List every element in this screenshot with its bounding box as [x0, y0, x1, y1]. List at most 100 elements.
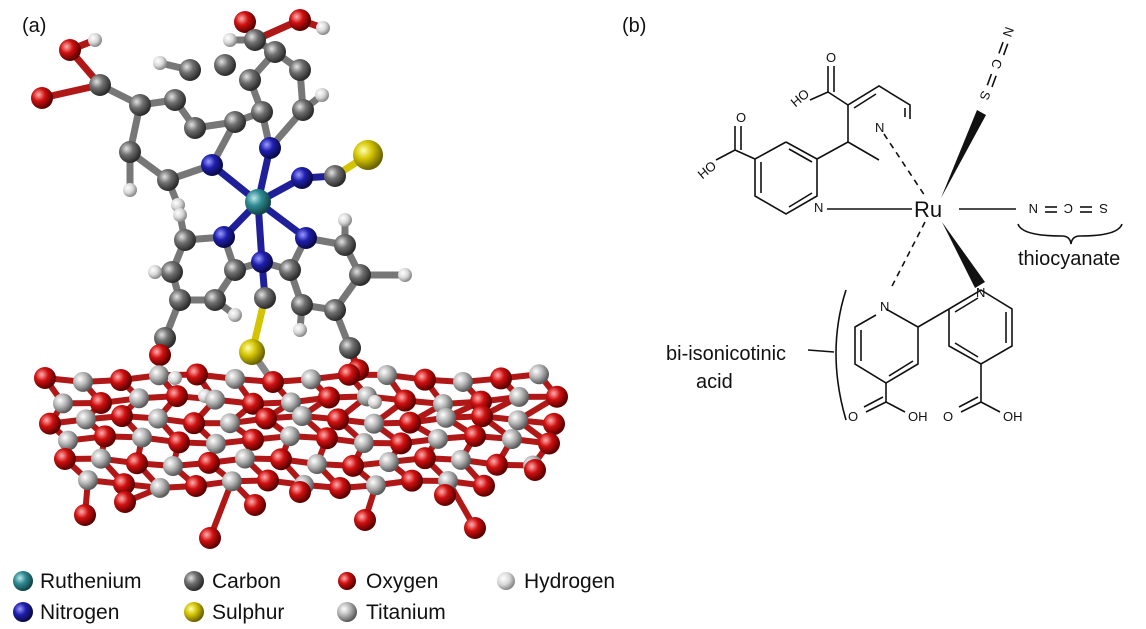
titanium-atom: [280, 426, 300, 447]
carbon-atom: [164, 89, 186, 111]
carbon-atom: [254, 287, 276, 309]
carbonyl-oxygen: O: [736, 110, 746, 125]
titanium-atom: [206, 433, 226, 454]
thiocyanate-label: thiocyanate: [1018, 248, 1120, 270]
oxygen-swatch-icon: [338, 572, 356, 590]
oxygen-atom: [327, 408, 349, 431]
hydroxyl-group: HO: [788, 86, 813, 110]
panel-a-label: (a): [22, 15, 46, 37]
oxygen-atom: [255, 407, 277, 430]
titanium-atom: [220, 413, 240, 434]
carbon-atom: [224, 259, 246, 281]
oxygen-atom: [242, 428, 264, 451]
oxygen-atom: [342, 454, 364, 477]
hydrogen-atom: [315, 88, 329, 102]
upper-bipyridine-ligand: N N O O HO HO: [695, 50, 911, 215]
titanium-atom: [148, 408, 168, 429]
carboxyl-hydroxyl: OH: [908, 409, 928, 424]
oxygen-atom: [111, 405, 133, 428]
titanium-atom: [529, 364, 549, 385]
ligand-label-line2: acid: [696, 371, 733, 393]
nitrogen-swatch-icon: [13, 602, 33, 622]
hydroxyl-group: HO: [695, 158, 720, 182]
oxygen-atom: [401, 469, 423, 492]
sulphur-atom: [239, 339, 265, 365]
titanium-atom: [222, 471, 242, 492]
titanium-atom: [53, 393, 73, 414]
oxygen-atom: [414, 447, 436, 470]
model-bonds: [38, 16, 560, 541]
titanium-atom: [366, 475, 386, 496]
lower-right-nitrogen: N: [976, 285, 985, 300]
wedge-bond: [941, 110, 986, 198]
carbon-atom: [339, 337, 361, 359]
titanium-atom: [149, 365, 169, 386]
carbon-atom: [119, 141, 141, 163]
oxygen-atom: [464, 425, 486, 448]
oxygen-atom: [31, 87, 53, 109]
oxygen-atom: [234, 11, 256, 33]
oxygen-atom: [183, 412, 205, 435]
titanium-atom: [91, 448, 111, 469]
oxygen-atom: [390, 432, 412, 455]
titanium-atom: [281, 392, 301, 413]
titanium-atom: [76, 409, 96, 430]
carbon-atom: [251, 101, 273, 123]
titanium-atom: [428, 428, 448, 449]
legend-item-nitrogen: Nitrogen: [13, 601, 119, 624]
legend-item-hydrogen: Hydrogen: [497, 570, 615, 593]
titanium-atom: [150, 477, 170, 498]
ligand-bracket: [835, 289, 847, 421]
oxygen-atom: [34, 367, 56, 389]
lower-bipyridine-ligand: N N O OH O OH: [848, 285, 1023, 424]
titanium-atom: [508, 410, 528, 431]
oxygen-atom: [39, 412, 61, 435]
oxygen-atom: [113, 473, 135, 496]
oxygen-atom: [126, 452, 148, 475]
svg-text:C: C: [988, 57, 1005, 71]
legend-item-titanium: Titanium: [337, 601, 446, 624]
molecular-model: [31, 9, 568, 549]
titanium-atom: [292, 406, 312, 427]
carbon-atom: [89, 74, 111, 96]
hydrogen-atom: [293, 323, 307, 337]
legend-item-oxygen: Oxygen: [338, 570, 438, 593]
titanium-atom: [451, 449, 471, 470]
legend-item-sulphur: Sulphur: [184, 601, 284, 624]
upper-ring-nitrogen: N: [875, 120, 884, 135]
oxygen-atom: [94, 425, 116, 448]
titanium-atom: [225, 368, 245, 389]
wedge-bond: [942, 222, 985, 288]
thiocyanate-right: S C N: [1029, 201, 1108, 216]
svg-text:S: S: [977, 89, 994, 103]
oxygen-atom: [114, 491, 136, 513]
hydrogen-atom: [368, 395, 382, 409]
carbon-atom: [291, 294, 313, 316]
oxygen-atom: [354, 509, 376, 531]
oxygen-atom: [149, 344, 171, 366]
hydrogen-atom: [398, 268, 412, 282]
carbon-atom: [239, 69, 261, 91]
oxygen-atom: [546, 385, 568, 408]
oxygen-atom: [464, 517, 486, 539]
oxygen-atom: [490, 367, 512, 390]
carbon-atom: [264, 41, 286, 63]
hydrogen-atom: [316, 21, 330, 35]
nitrogen-atom: [295, 227, 317, 249]
hydrogen-atom: [153, 56, 167, 70]
nitrogen-atom: [259, 137, 281, 159]
carbonyl-oxygen: O: [826, 50, 836, 65]
oxygen-atom: [59, 39, 81, 61]
titanium-atom: [78, 470, 98, 491]
carboxyl-oxygen: O: [943, 409, 953, 424]
carbon-atom: [157, 169, 179, 191]
oxygen-atom: [242, 392, 264, 415]
hydrogen-atom: [173, 208, 187, 222]
carbon-atom: [129, 94, 151, 116]
legend-label: Hydrogen: [524, 570, 615, 593]
oxygen-atom: [257, 469, 279, 492]
oxygen-atom: [74, 504, 96, 526]
carbon-atom: [204, 289, 226, 311]
legend-label: Oxygen: [366, 570, 438, 593]
